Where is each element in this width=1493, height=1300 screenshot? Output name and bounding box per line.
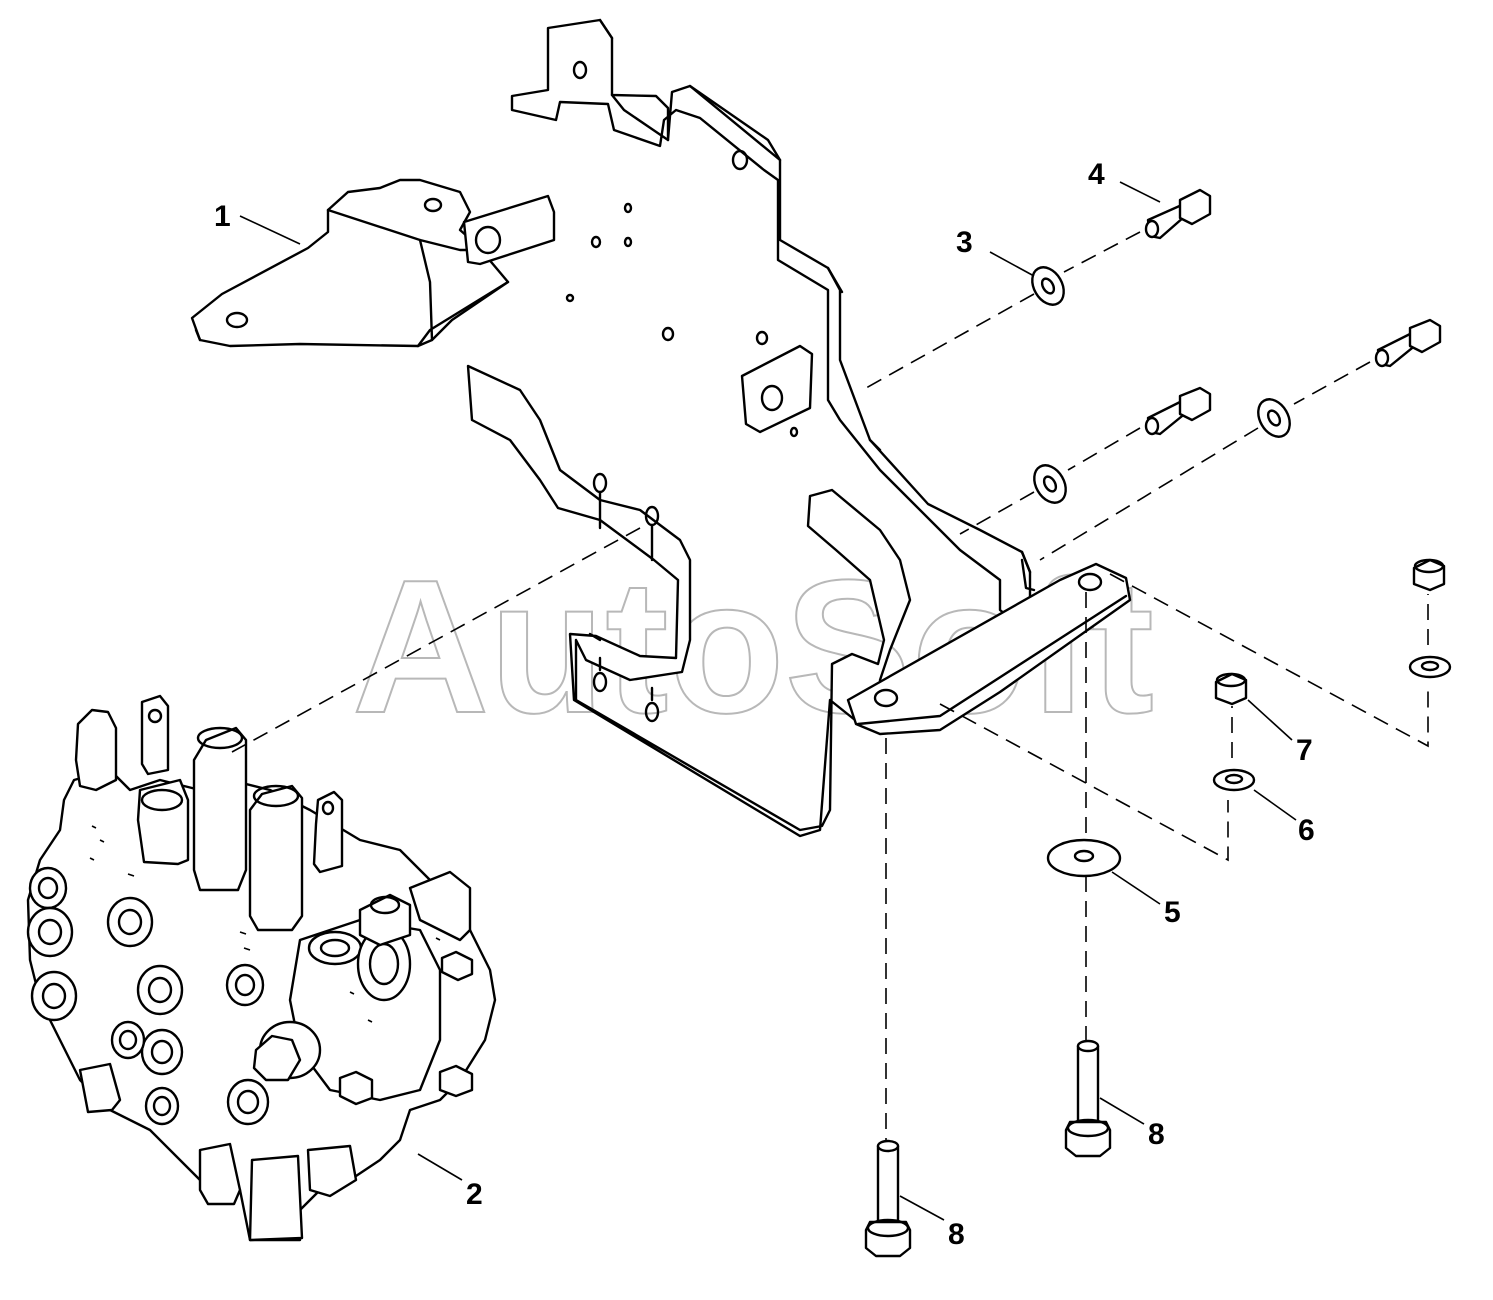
washer-middle-icon [1033, 464, 1067, 504]
callout-8-left: 8 [948, 1218, 965, 1251]
washer-large-icon [1046, 838, 1122, 878]
alignment-lines [231, 231, 1429, 1140]
callout-2: 2 [466, 1178, 483, 1211]
nut-icon [1214, 672, 1248, 706]
callout-6: 6 [1298, 814, 1315, 847]
bolt-vertical-right-icon [1064, 1039, 1112, 1158]
washer-small-icon [1212, 768, 1256, 792]
bolt-vertical-left-icon [864, 1139, 912, 1258]
control-valve [26, 694, 497, 1242]
nut-far-right-icon [1408, 558, 1452, 679]
callout-8-right: 8 [1148, 1118, 1165, 1151]
washer-upper-icon [1031, 266, 1065, 306]
washer-right-icon [1257, 398, 1291, 438]
callout-3: 3 [956, 226, 973, 259]
bolt-upper-icon [1144, 188, 1212, 240]
callout-4: 4 [1088, 158, 1105, 191]
callout-5: 5 [1164, 896, 1181, 929]
mounting-bracket [190, 18, 1132, 838]
bolt-middle-icon [1144, 386, 1212, 436]
callout-7: 7 [1296, 734, 1313, 767]
callout-1: 1 [214, 200, 231, 233]
bolt-right-icon [1374, 318, 1442, 368]
callouts: 1 2 3 4 5 6 7 8 8 [214, 158, 1315, 1251]
